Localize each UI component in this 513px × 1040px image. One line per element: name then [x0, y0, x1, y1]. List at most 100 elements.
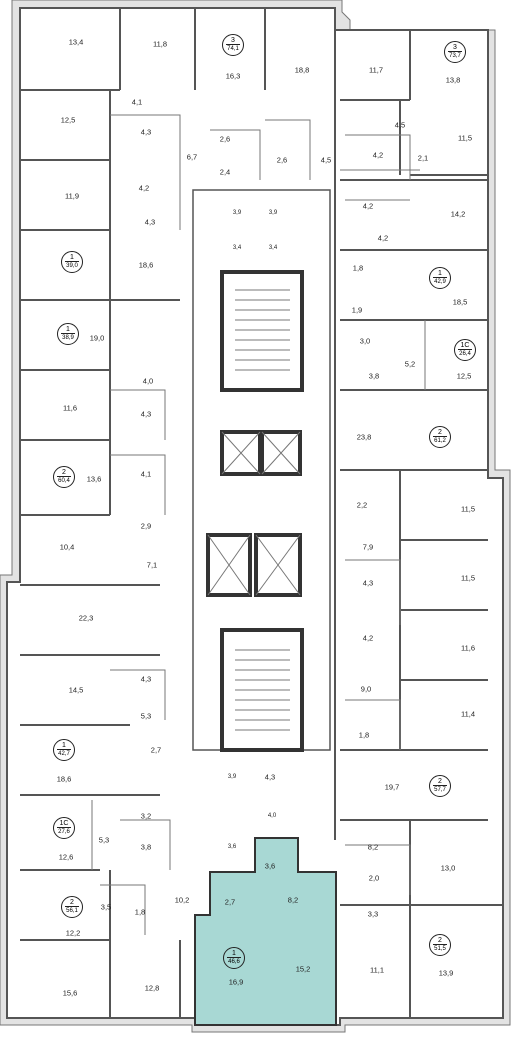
room-label: 10,4	[59, 542, 75, 552]
room-label: 22,3	[78, 613, 94, 623]
room-label: 4,2	[138, 183, 150, 193]
room-label: 4,1	[140, 469, 152, 479]
room-label: 12,6	[58, 852, 74, 862]
room-label: 11,9	[64, 191, 80, 201]
room-label: 4,3	[140, 674, 152, 684]
stairwell-top	[220, 270, 304, 392]
room-label: 4,2	[372, 150, 384, 160]
room-label: 3,3	[367, 909, 379, 919]
room-label: 1,8	[134, 907, 146, 917]
room-label: 2,4	[219, 167, 231, 177]
elevator-3	[206, 533, 252, 597]
room-label: 4,0	[142, 376, 154, 386]
room-label: 2,7	[150, 745, 162, 755]
room-label: 9,0	[360, 684, 372, 694]
room-label: 8,2	[367, 842, 379, 852]
room-label: 12,5	[456, 371, 472, 381]
room-label: 10,2	[174, 895, 190, 905]
room-label: 4,3	[144, 217, 156, 227]
room-label: 11,7	[368, 65, 384, 75]
room-label: 3,8	[368, 371, 380, 381]
room-label: 11,6	[460, 643, 476, 653]
room-label: 4,5	[394, 120, 406, 130]
room-label: 18,6	[56, 774, 72, 784]
room-label: 4,3	[362, 578, 374, 588]
elevator-4	[254, 533, 302, 597]
room-label: 4,3	[140, 409, 152, 419]
room-label: 3,4	[232, 245, 242, 251]
room-label: 11,5	[460, 573, 476, 583]
room-label: 13,9	[438, 968, 454, 978]
room-label: 5,3	[140, 711, 152, 721]
room-label: 4,5	[320, 155, 332, 165]
room-label: 7,1	[146, 560, 158, 570]
room-label: 13,0	[440, 863, 456, 873]
room-label: 7,9	[362, 542, 374, 552]
room-label: 19,0	[89, 333, 105, 343]
room-label: 2,1	[417, 153, 429, 163]
room-label: 1,9	[351, 305, 363, 315]
room-label: 3,6	[227, 844, 237, 850]
stairwell-bottom	[220, 628, 304, 752]
room-label: 2,7	[224, 897, 236, 907]
room-label: 15,6	[62, 988, 78, 998]
room-label: 12,8	[144, 983, 160, 993]
room-label: 11,8	[152, 39, 168, 49]
room-label: 4,2	[362, 633, 374, 643]
room-label: 6,7	[186, 152, 198, 162]
room-label: 4,2	[377, 233, 389, 243]
room-label: 2,6	[276, 155, 288, 165]
room-label: 12,2	[65, 928, 81, 938]
room-label: 11,1	[369, 965, 385, 975]
room-label: 18,8	[294, 65, 310, 75]
room-label: 3,9	[232, 210, 242, 216]
room-label: 4,3	[140, 127, 152, 137]
room-label: 16,9	[228, 977, 244, 987]
room-label: 4,3	[264, 772, 276, 782]
room-label: 8,2	[287, 895, 299, 905]
room-label: 3,4	[268, 245, 278, 251]
room-label: 13,8	[445, 75, 461, 85]
room-label: 19,7	[384, 782, 400, 792]
room-label: 15,2	[295, 964, 311, 974]
room-label: 11,4	[460, 709, 476, 719]
highlighted-apartment[interactable]	[194, 837, 337, 1026]
room-label: 18,6	[138, 260, 154, 270]
room-label: 3,5	[100, 902, 112, 912]
room-label: 16,3	[225, 71, 241, 81]
room-label: 11,5	[460, 504, 476, 514]
room-label: 3,9	[227, 774, 237, 780]
room-label: 12,5	[60, 115, 76, 125]
room-label: 2,0	[368, 873, 380, 883]
room-label: 23,8	[356, 432, 372, 442]
room-label: 3,6	[264, 861, 276, 871]
room-label: 4,0	[267, 813, 277, 819]
room-label: 5,3	[98, 835, 110, 845]
room-label: 3,0	[359, 336, 371, 346]
room-label: 18,5	[452, 297, 468, 307]
room-label: 2,9	[140, 521, 152, 531]
room-label: 2,2	[356, 500, 368, 510]
room-label: 13,6	[86, 474, 102, 484]
room-label: 14,2	[450, 209, 466, 219]
elevator-2	[260, 430, 302, 476]
room-label: 14,5	[68, 685, 84, 695]
room-label: 11,6	[62, 403, 78, 413]
room-label: 3,2	[140, 811, 152, 821]
room-label: 2,6	[219, 134, 231, 144]
